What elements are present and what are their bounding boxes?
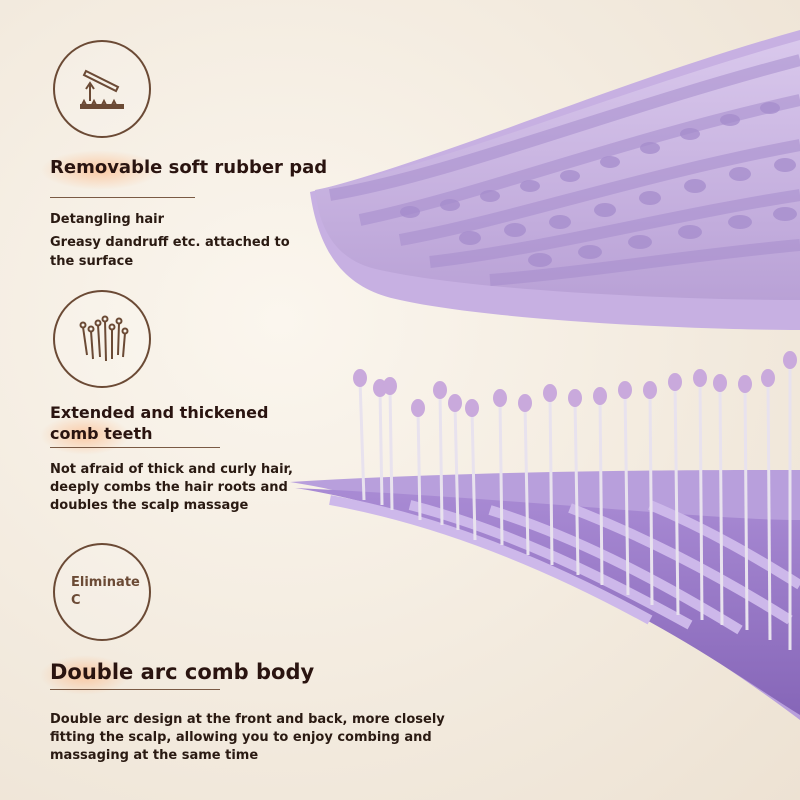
comb-body-icon-circle: Eliminate C [53,543,151,641]
comb-base-shape [290,470,800,720]
comb-teeth-icon-circle [53,290,151,388]
heading-glow [40,415,130,455]
comb-bristles [358,362,792,650]
hairbrush-illustration [290,30,800,720]
rubber-pad-subtitle: Detangling hair [50,212,165,227]
comb-teeth-icon [79,315,129,362]
rubber-pad-shape [310,30,800,330]
pad-lift-icon [80,69,124,109]
comb-teeth-description: Not afraid of thick and curly hair, deep… [50,462,293,513]
comb-body-description: Double arc design at the front and back,… [50,712,445,763]
divider [50,689,220,690]
comb-body-icon-text: Eliminate C [71,575,140,608]
divider [50,197,195,198]
comb-teeth-title: Extended and thickened comb teeth [50,403,269,443]
comb-bristle-tips [353,351,797,417]
heading-glow [40,150,160,190]
heading-glow [40,655,130,695]
rubber-pad-title: Removable soft rubber pad [50,157,328,178]
rubber-pad-icon-circle [53,40,151,138]
divider [50,447,220,448]
rubber-pad-description: Greasy dandruff etc. attached to the sur… [50,235,290,269]
comb-body-title: Double arc comb body [50,660,315,684]
